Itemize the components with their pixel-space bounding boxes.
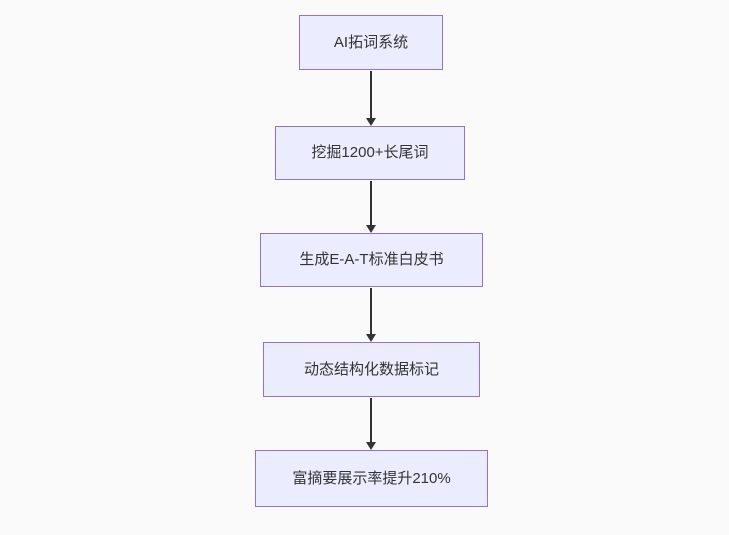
arrow-down-icon [366,225,376,233]
edge-line [370,288,372,334]
flow-edge-4 [365,398,377,450]
node-label: 动态结构化数据标记 [303,360,439,378]
flow-node-step-5: 富摘要展示率提升210% [255,450,488,507]
arrow-down-icon [366,118,376,126]
flow-node-step-2: 挖掘1200+长尾词 [275,126,465,180]
flow-node-step-4: 动态结构化数据标记 [263,342,480,397]
node-label: 生成E-A-T标准白皮书 [299,251,444,268]
edge-line [370,181,372,225]
node-label: 挖掘1200+长尾词 [311,144,429,161]
edge-line [370,71,372,118]
arrow-down-icon [366,442,376,450]
node-label: 富摘要展示率提升210% [292,469,451,487]
edge-line [370,398,372,442]
flow-edge-2 [365,181,377,233]
arrow-down-icon [366,334,376,342]
flow-node-step-3: 生成E-A-T标准白皮书 [260,233,483,287]
flow-node-step-1: AI拓词系统 [299,15,443,70]
node-label: AI拓词系统 [333,33,409,51]
flow-edge-1 [365,71,377,126]
flow-edge-3 [365,288,377,342]
